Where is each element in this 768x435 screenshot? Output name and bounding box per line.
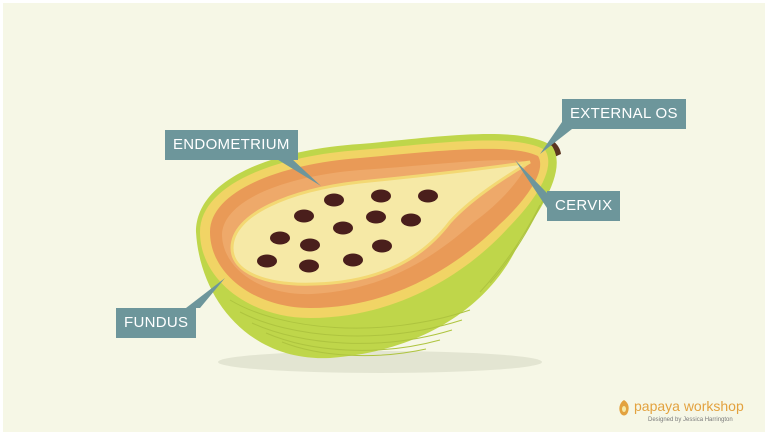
seed [257,254,277,268]
seed [299,259,319,273]
label-endometrium: ENDOMETRIUM [165,130,298,160]
papaya-logo-icon [619,400,629,416]
seed [418,189,438,203]
seed [333,221,353,235]
seed [324,193,344,207]
seed [343,253,363,267]
pointer-endometrium [275,158,321,186]
label-fundus: FUNDUS [116,308,197,338]
seed [300,238,320,252]
brand-name: papaya workshop [634,398,744,414]
seed-cavity [230,160,531,286]
brand-credit: Designed by Jessica Harrington [648,417,733,423]
pointer-fundus [186,278,225,308]
seed [294,209,314,223]
pointer-external-os [540,122,572,154]
seed [366,210,386,224]
seeds [257,189,438,273]
seed [371,189,391,203]
label-external-os: EXTERNAL OS [562,99,686,129]
seed [270,231,290,245]
skin-texture [229,195,546,357]
seed [372,239,392,253]
seed [401,213,421,227]
label-cervix: CERVIX [547,191,621,221]
papaya-shadow [218,351,542,373]
pointer-cervix [515,160,547,208]
callout-pointers [186,122,572,308]
